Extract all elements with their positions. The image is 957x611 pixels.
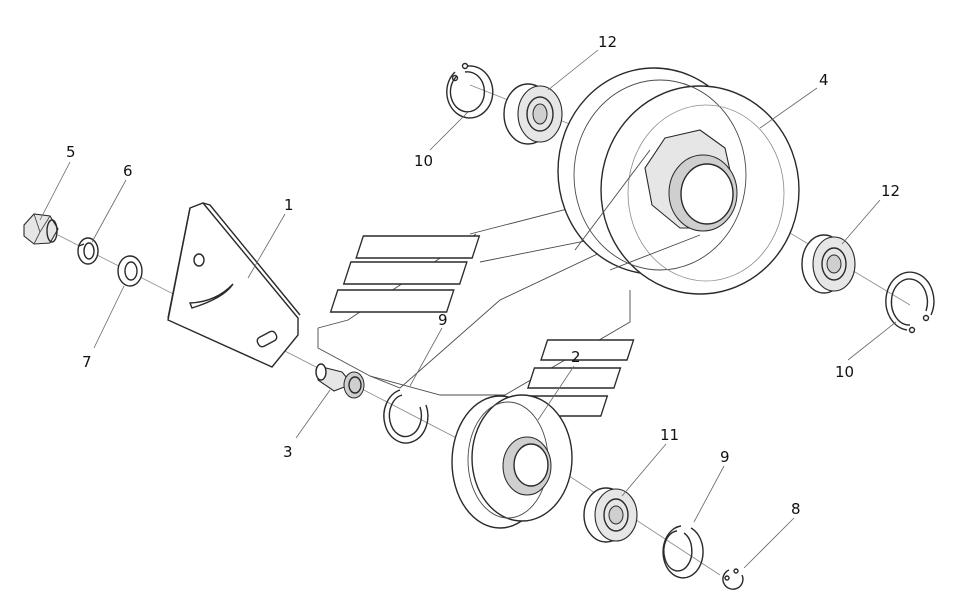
bearing-right xyxy=(801,234,856,294)
retaining-ring-left xyxy=(383,389,429,444)
callout-3: 3 xyxy=(283,443,293,461)
callout-8: 8 xyxy=(791,500,801,518)
callout-12b: 12 xyxy=(881,182,900,200)
callout-10a: 10 xyxy=(414,152,433,170)
callout-7: 7 xyxy=(82,353,92,371)
small-pulley xyxy=(451,394,573,529)
retaining-ring-lower xyxy=(662,525,704,579)
callout-5: 5 xyxy=(66,143,76,161)
hex-nut xyxy=(23,213,59,245)
callout-4: 4 xyxy=(819,71,829,89)
callout-12a: 12 xyxy=(598,33,617,51)
large-wheel xyxy=(557,67,800,295)
callout-9b: 9 xyxy=(720,448,730,466)
callout-11: 11 xyxy=(660,426,679,444)
spring-washer xyxy=(77,237,99,265)
axle-pin xyxy=(315,363,365,399)
callout-labels: 5 6 7 1 3 9 2 10 12 4 12 10 11 9 8 xyxy=(66,33,900,518)
circlip xyxy=(722,568,744,590)
retaining-ring-upper xyxy=(446,62,494,119)
bracket-plate xyxy=(167,202,301,368)
bearing-upper xyxy=(503,83,563,145)
callout-9a: 9 xyxy=(438,311,448,329)
leader-lines xyxy=(39,49,897,569)
callout-2: 2 xyxy=(571,348,581,366)
callout-6: 6 xyxy=(123,162,133,180)
callout-10b: 10 xyxy=(835,363,854,381)
retaining-ring-right xyxy=(885,271,935,334)
bearing-lower xyxy=(583,487,638,543)
flat-washer xyxy=(117,255,143,287)
callout-1: 1 xyxy=(284,196,294,214)
